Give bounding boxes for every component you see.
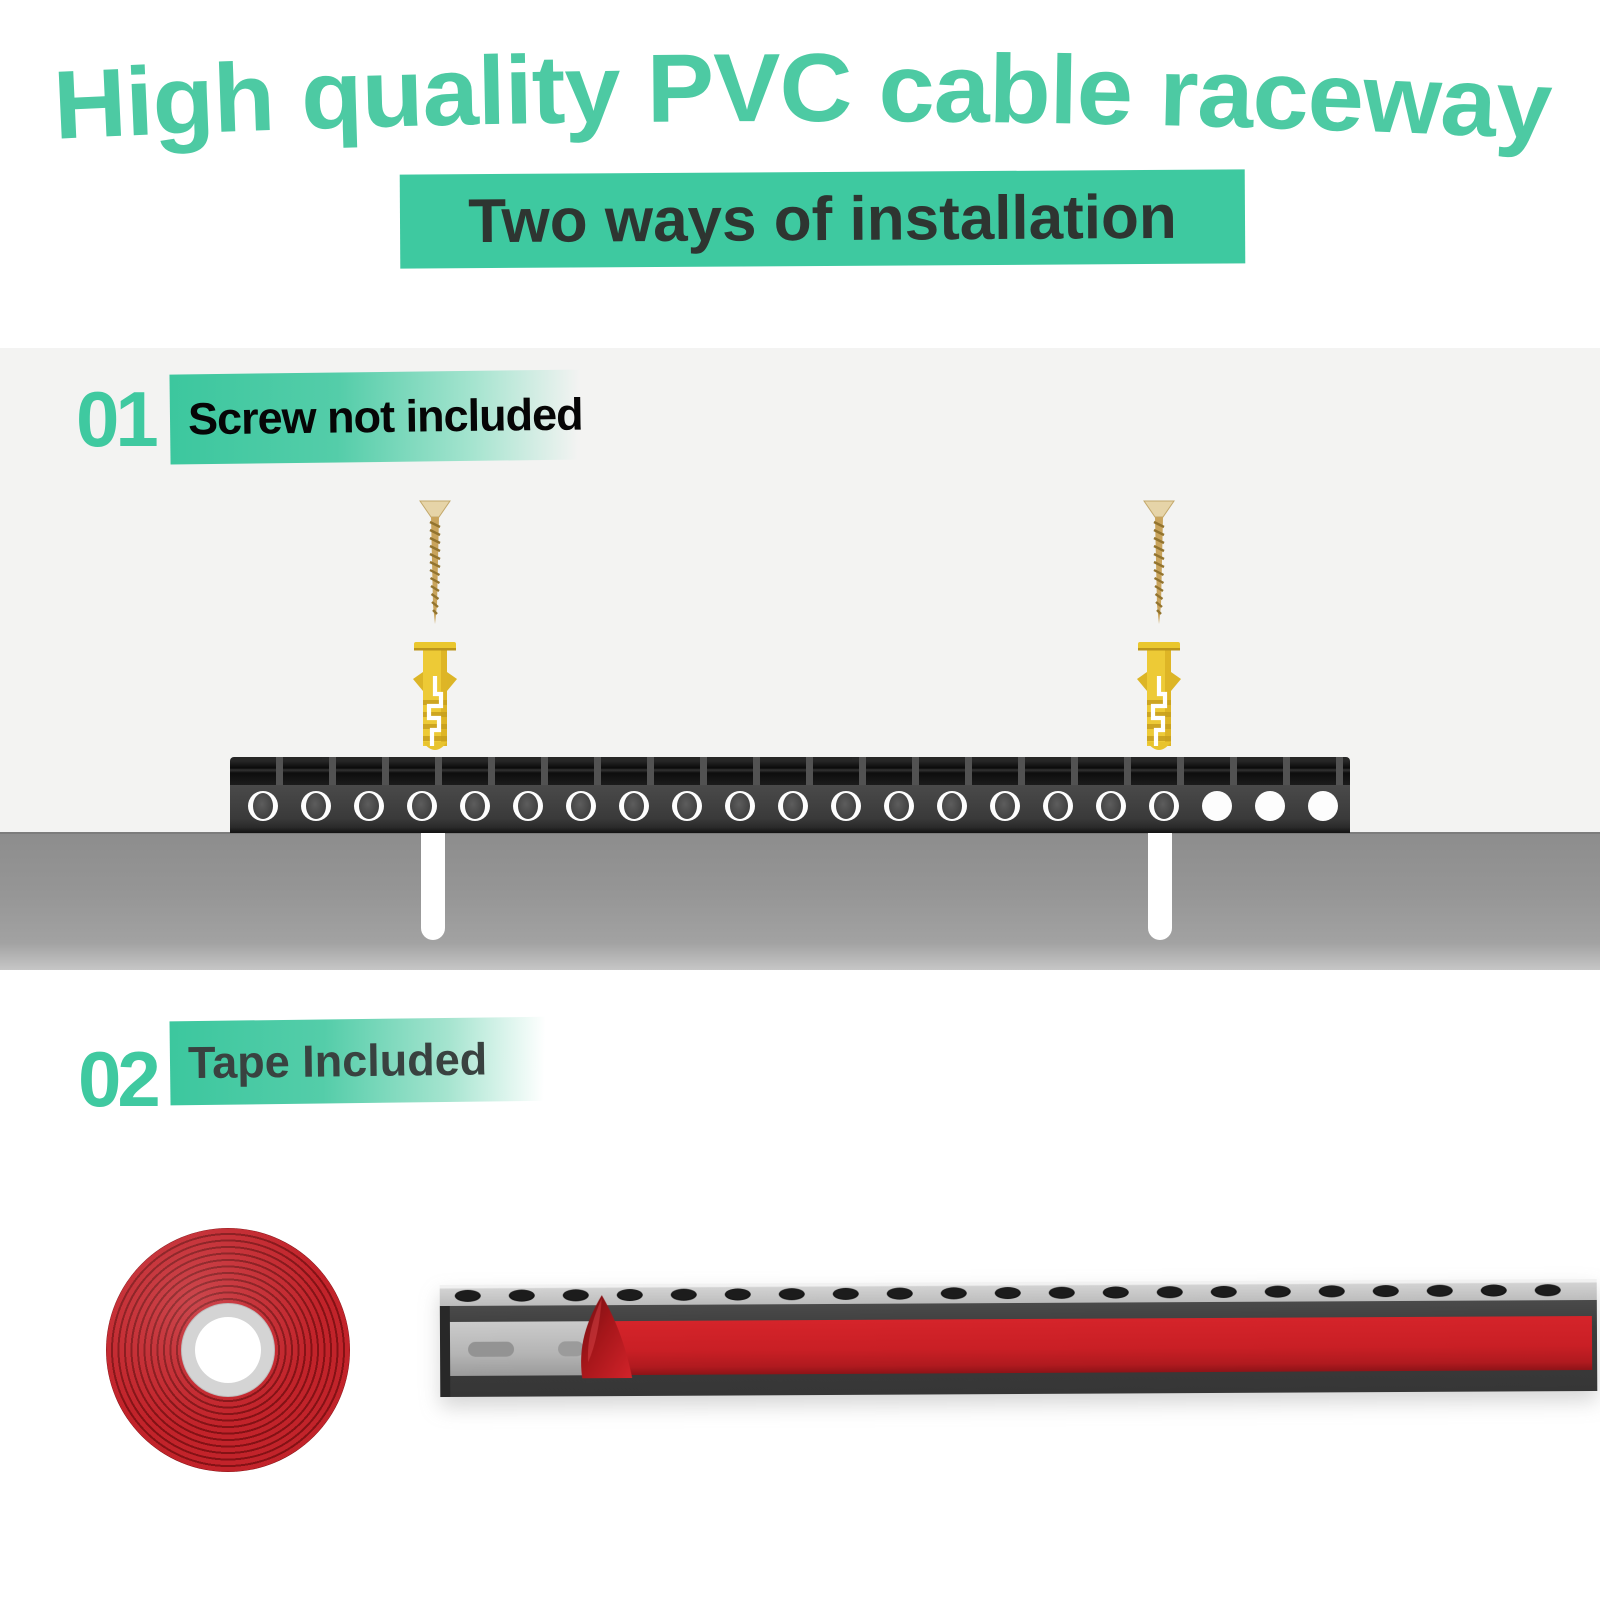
raceway-screw-hole (940, 1287, 967, 1300)
step-02-label: Tape Included (169, 1016, 556, 1106)
step-01-number: 01 (76, 375, 159, 463)
raceway-hole (1096, 791, 1126, 821)
raceway-hole (1255, 791, 1285, 821)
raceway-hole (990, 791, 1020, 821)
raceway-screw-hole (778, 1288, 805, 1301)
raceway-screw-hole (1480, 1284, 1507, 1297)
raceway-hole (672, 791, 702, 821)
page-title: High quality PVC cable raceway (51, 33, 1556, 160)
raceway-screw-hole (1372, 1285, 1399, 1298)
raceway-hole (937, 791, 967, 821)
raceway-hole (1308, 791, 1338, 821)
raceway-screw-hole (1156, 1286, 1183, 1299)
step-02-number: 02 (78, 1035, 161, 1123)
raceway-hole (513, 791, 543, 821)
raceway-mount-rail (230, 757, 1350, 785)
raceway-screw-hole (724, 1288, 751, 1301)
channel-slot (468, 1341, 515, 1357)
page-title-text: High quality PVC cable raceway (51, 33, 1556, 160)
raceway-screw-hole (1264, 1285, 1291, 1298)
raceway-screw-hole (1048, 1286, 1075, 1299)
subtitle-banner: Two ways of installation (399, 169, 1246, 269)
tape-peel-corner (581, 1295, 633, 1379)
wall-anchor-illustration-left (413, 642, 457, 750)
raceway-screw-hole (508, 1289, 535, 1302)
raceway-hole (778, 791, 808, 821)
raceway-hole (354, 791, 384, 821)
raceway-hole (1202, 791, 1232, 821)
raceway-hole (884, 791, 914, 821)
tape-roll-core (195, 1317, 261, 1383)
cable-raceway-bottom-view (439, 1278, 1598, 1398)
raceway-hole (407, 791, 437, 821)
drill-slot-left (421, 832, 445, 940)
raceway-screw-hole (1102, 1286, 1129, 1299)
raceway-hole (831, 791, 861, 821)
raceway-frame (439, 1295, 1598, 1398)
raceway-screw-hole (670, 1288, 697, 1301)
raceway-screw-hole (994, 1286, 1021, 1300)
raceway-hole (248, 791, 278, 821)
raceway-hole (725, 791, 755, 821)
raceway-screw-hole (1210, 1285, 1237, 1298)
raceway-hole (460, 791, 490, 821)
raceway-screw-hole (886, 1287, 913, 1300)
subtitle-text: Two ways of installation (468, 182, 1177, 256)
raceway-hole (1149, 791, 1179, 821)
adhesive-tape-stripe (591, 1315, 1593, 1376)
screw-illustration-left (419, 500, 451, 624)
raceway-screw-hole (1534, 1284, 1561, 1297)
tape-roll-illustration (106, 1228, 350, 1472)
screw-illustration-right (1143, 500, 1175, 624)
raceway-endcap (439, 1305, 451, 1398)
raceway-hole (619, 791, 649, 821)
raceway-hole (1043, 791, 1073, 821)
wall-anchor-illustration-right (1137, 642, 1181, 750)
raceway-screw-hole (454, 1289, 481, 1302)
step-01-label: Screw not included (169, 369, 591, 465)
raceway-screw-hole (1426, 1284, 1453, 1297)
svg-text:High quality PVC cable raceway: High quality PVC cable raceway (51, 33, 1555, 160)
raceway-screw-hole (832, 1287, 859, 1300)
raceway-screw-hole (1318, 1285, 1345, 1298)
cable-raceway-top-view (230, 757, 1350, 833)
raceway-hole (301, 791, 331, 821)
raceway-hole (566, 791, 596, 821)
drill-slot-right (1148, 832, 1172, 940)
wall (0, 832, 1600, 970)
raceway-face (230, 785, 1350, 833)
